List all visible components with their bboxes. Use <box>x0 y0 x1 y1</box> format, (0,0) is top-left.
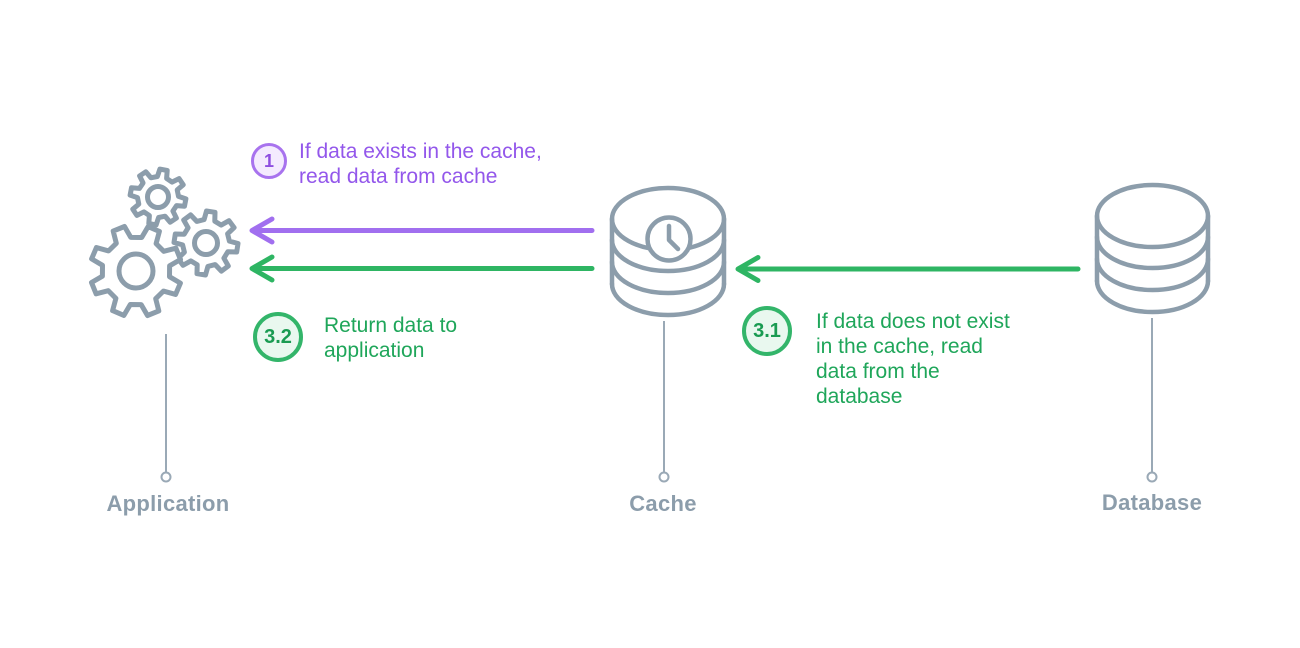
step31-annotation: If data does not exist in the cache, rea… <box>816 309 1010 409</box>
db-cylinder-arc-bottom <box>1094 278 1211 315</box>
cache-cylinder-arc-1 <box>609 237 727 274</box>
step32-annotation: Return data to application <box>324 313 457 363</box>
step31-line3: data from the <box>816 360 940 383</box>
cache-label: Cache <box>629 491 697 516</box>
leader-lines <box>160 318 1158 483</box>
cache-database-clock-icon <box>609 185 727 318</box>
database-icon <box>1094 182 1211 315</box>
database-label: Database <box>1101 490 1203 515</box>
application-leader-dot <box>160 471 172 483</box>
gears-icon <box>89 166 241 318</box>
cache-leader-dot <box>658 471 670 483</box>
step31-badge: 3.1 <box>742 306 792 356</box>
arrow-step1-head <box>249 216 275 245</box>
step1-line2: read data from cache <box>299 165 498 188</box>
step32-line2: application <box>324 339 425 362</box>
db-cylinder-arc-1 <box>1094 234 1211 271</box>
step32-badge: 3.2 <box>253 312 303 362</box>
arrow-step31-head <box>735 255 761 283</box>
step31-line2: in the cache, read <box>816 335 983 358</box>
database-leader-dot <box>1146 471 1158 483</box>
arrow-step31 <box>735 255 1081 283</box>
db-cylinder-top <box>1094 182 1211 250</box>
gear-large-hub <box>116 251 156 291</box>
cache-cylinder-arc-2 <box>609 259 727 296</box>
gear-right-hub <box>192 229 220 257</box>
arrow-step32 <box>249 254 595 283</box>
db-cylinder-arc-2 <box>1094 256 1211 293</box>
step1-annotation: If data exists in the cache, read data f… <box>299 139 542 189</box>
step1-badge: 1 <box>251 143 287 179</box>
step31-line1: If data does not exist <box>816 310 1010 333</box>
arrow-step1 <box>249 216 595 245</box>
clock-hands <box>666 223 681 252</box>
step32-line1: Return data to <box>324 314 458 337</box>
application-label: Application <box>106 491 230 516</box>
gear-small-hub <box>145 184 171 210</box>
cache-cylinder-arc-bottom <box>609 281 727 318</box>
step31-line4: database <box>816 385 903 408</box>
step1-line1: If data exists in the cache, <box>299 140 542 163</box>
arrow-step32-head <box>249 254 275 283</box>
